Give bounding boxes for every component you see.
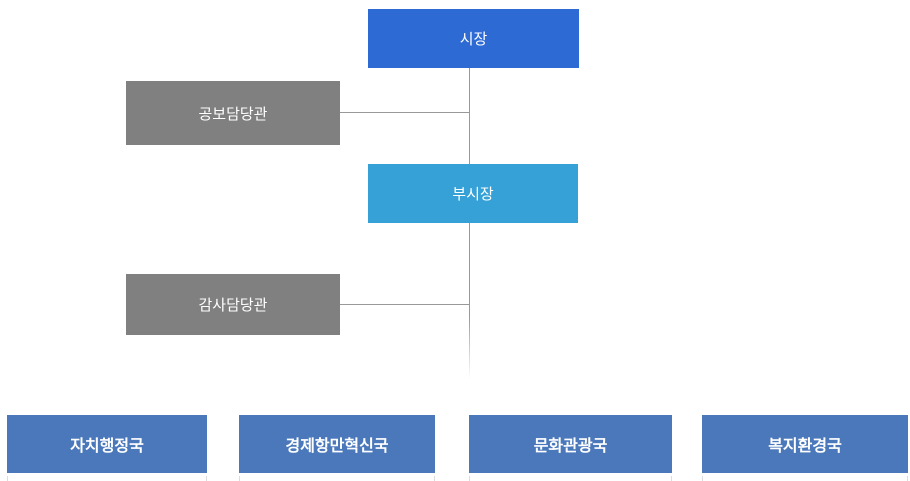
org-node-bureau-administration[interactable]: 자치행정국 bbox=[7, 415, 207, 473]
org-node-mayor[interactable]: 시장 bbox=[368, 9, 579, 68]
org-node-bureau-label: 복지환경국 bbox=[768, 438, 842, 455]
connector-deputy-to-bureaus bbox=[469, 223, 470, 379]
org-node-bureau-culture-tourism[interactable]: 문화관광국 bbox=[469, 415, 672, 473]
org-node-audit-officer-label: 감사담당관 bbox=[198, 297, 268, 314]
org-node-bureau-label: 경제항만혁신국 bbox=[285, 438, 389, 455]
cutoff-subdepartment-box bbox=[7, 476, 207, 481]
connector-mayor-to-deputy bbox=[469, 68, 470, 164]
org-node-mayor-label: 시장 bbox=[459, 31, 488, 48]
org-node-bureau-label: 문화관광국 bbox=[533, 438, 608, 455]
cutoff-subdepartment-box bbox=[239, 476, 435, 481]
org-node-bureau-label: 자치행정국 bbox=[70, 438, 144, 455]
org-node-deputy-mayor[interactable]: 부시장 bbox=[368, 164, 578, 223]
org-node-pr-officer[interactable]: 공보담당관 bbox=[126, 81, 340, 145]
org-node-bureau-economy-port[interactable]: 경제항만혁신국 bbox=[239, 415, 435, 473]
org-node-pr-officer-label: 공보담당관 bbox=[198, 105, 268, 123]
cutoff-subdepartment-box bbox=[702, 476, 908, 481]
cutoff-subdepartment-box bbox=[469, 476, 672, 481]
org-node-audit-officer[interactable]: 감사담당관 bbox=[126, 274, 340, 335]
connector-audit-officer bbox=[340, 304, 469, 305]
connector-pr-officer bbox=[340, 112, 469, 113]
org-node-bureau-welfare-environment[interactable]: 복지환경국 bbox=[702, 415, 908, 473]
org-node-deputy-mayor-label: 부시장 bbox=[452, 186, 494, 203]
